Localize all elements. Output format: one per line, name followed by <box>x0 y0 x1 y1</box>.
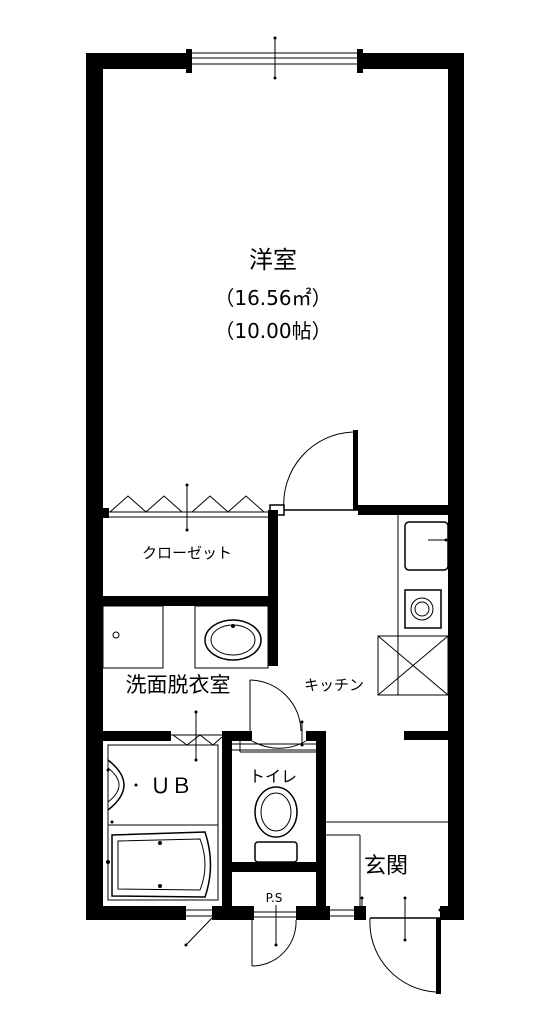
washroom-fixtures <box>102 605 269 669</box>
bath-window <box>181 906 217 947</box>
toilet-label: トイレ <box>249 767 297 786</box>
outer-walls <box>86 53 464 920</box>
left-wall <box>86 53 103 920</box>
bottom-wall-right <box>440 906 464 920</box>
top-wall-right <box>360 53 464 69</box>
right-wall <box>448 53 464 920</box>
top-window <box>186 36 363 80</box>
kitchen-counter <box>377 515 449 696</box>
closet-label: クローゼット <box>142 544 232 562</box>
closet-doors <box>103 483 268 532</box>
bath-label: ＵＢ <box>150 774 192 798</box>
washroom-door <box>249 679 304 747</box>
toilet-fixtures <box>232 736 316 863</box>
interior-walls <box>103 505 448 917</box>
western-room-door <box>269 430 358 516</box>
room-labels: 洋室 （16.56㎡） （10.00帖） クローゼット 洗面脱衣室 キッチン Ｕ… <box>126 246 409 905</box>
western-room-label: 洋室 <box>249 246 297 274</box>
bath-fixtures <box>106 710 223 901</box>
bottom-wall-mid <box>214 906 254 920</box>
pipe-space-label: P.S <box>266 891 283 905</box>
entrance-label: 玄関 <box>364 854 408 879</box>
kitchen-label: キッチン <box>304 676 364 694</box>
top-wall-left <box>86 53 190 69</box>
entrance-fixtures <box>326 821 448 994</box>
bottom-wall-left <box>86 906 184 920</box>
washroom-label: 洗面脱衣室 <box>126 673 231 697</box>
western-room-area-sqm: （16.56㎡） <box>214 286 331 310</box>
ps-door <box>251 905 297 967</box>
western-room-area-jo: （10.00帖） <box>214 319 331 343</box>
